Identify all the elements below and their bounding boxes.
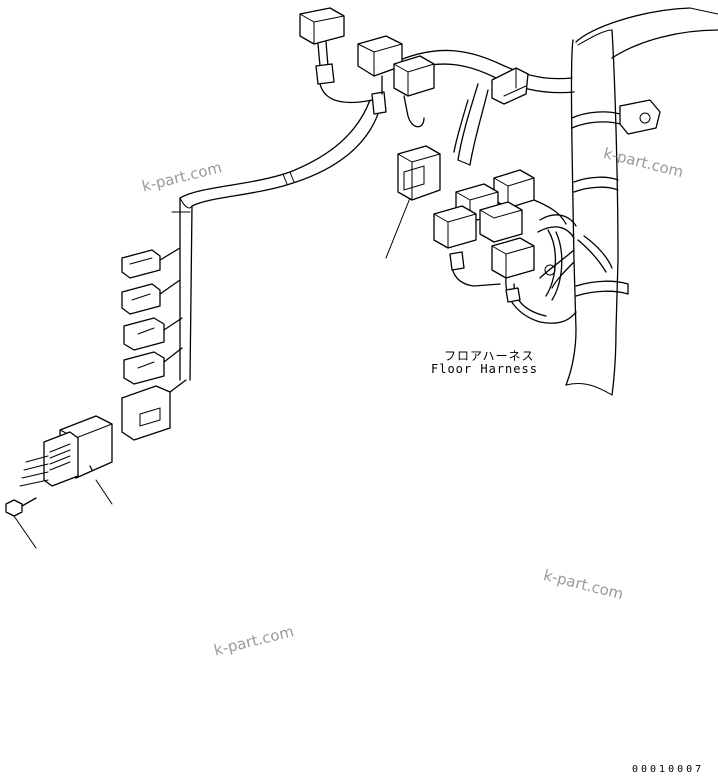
pipe-clamp-middle (573, 176, 619, 193)
side-connector-3 (123, 317, 183, 351)
upper-pipe (575, 7, 718, 59)
lower-pipe-bend (539, 249, 575, 289)
side-connector-5 (121, 379, 187, 441)
side-connector-1 (121, 247, 181, 279)
harness-name-en: Floor Harness (431, 362, 538, 376)
side-connector-2 (121, 279, 181, 315)
right-connector-cluster (433, 169, 535, 279)
terminal-pin (5, 497, 37, 517)
drawing-code: 00010007 (632, 764, 705, 775)
main-pipe (565, 29, 619, 396)
side-connector-4 (123, 347, 183, 385)
left-main-cable (171, 99, 381, 381)
harness-name-jp: フロアハーネス (444, 349, 535, 363)
leader-lines (13, 197, 411, 549)
hanging-wires (453, 83, 489, 166)
standalone-connector (397, 145, 441, 201)
top-junction (319, 75, 387, 115)
exploded-connector (19, 415, 113, 487)
pipe-clamp-upper (571, 99, 661, 135)
top-connector-1 (299, 7, 345, 85)
right-cluster-wiring (449, 199, 613, 324)
pipe-clamp-lower (575, 280, 629, 297)
upper-harness-bundle (399, 49, 575, 105)
top-connector-3 (393, 55, 435, 128)
